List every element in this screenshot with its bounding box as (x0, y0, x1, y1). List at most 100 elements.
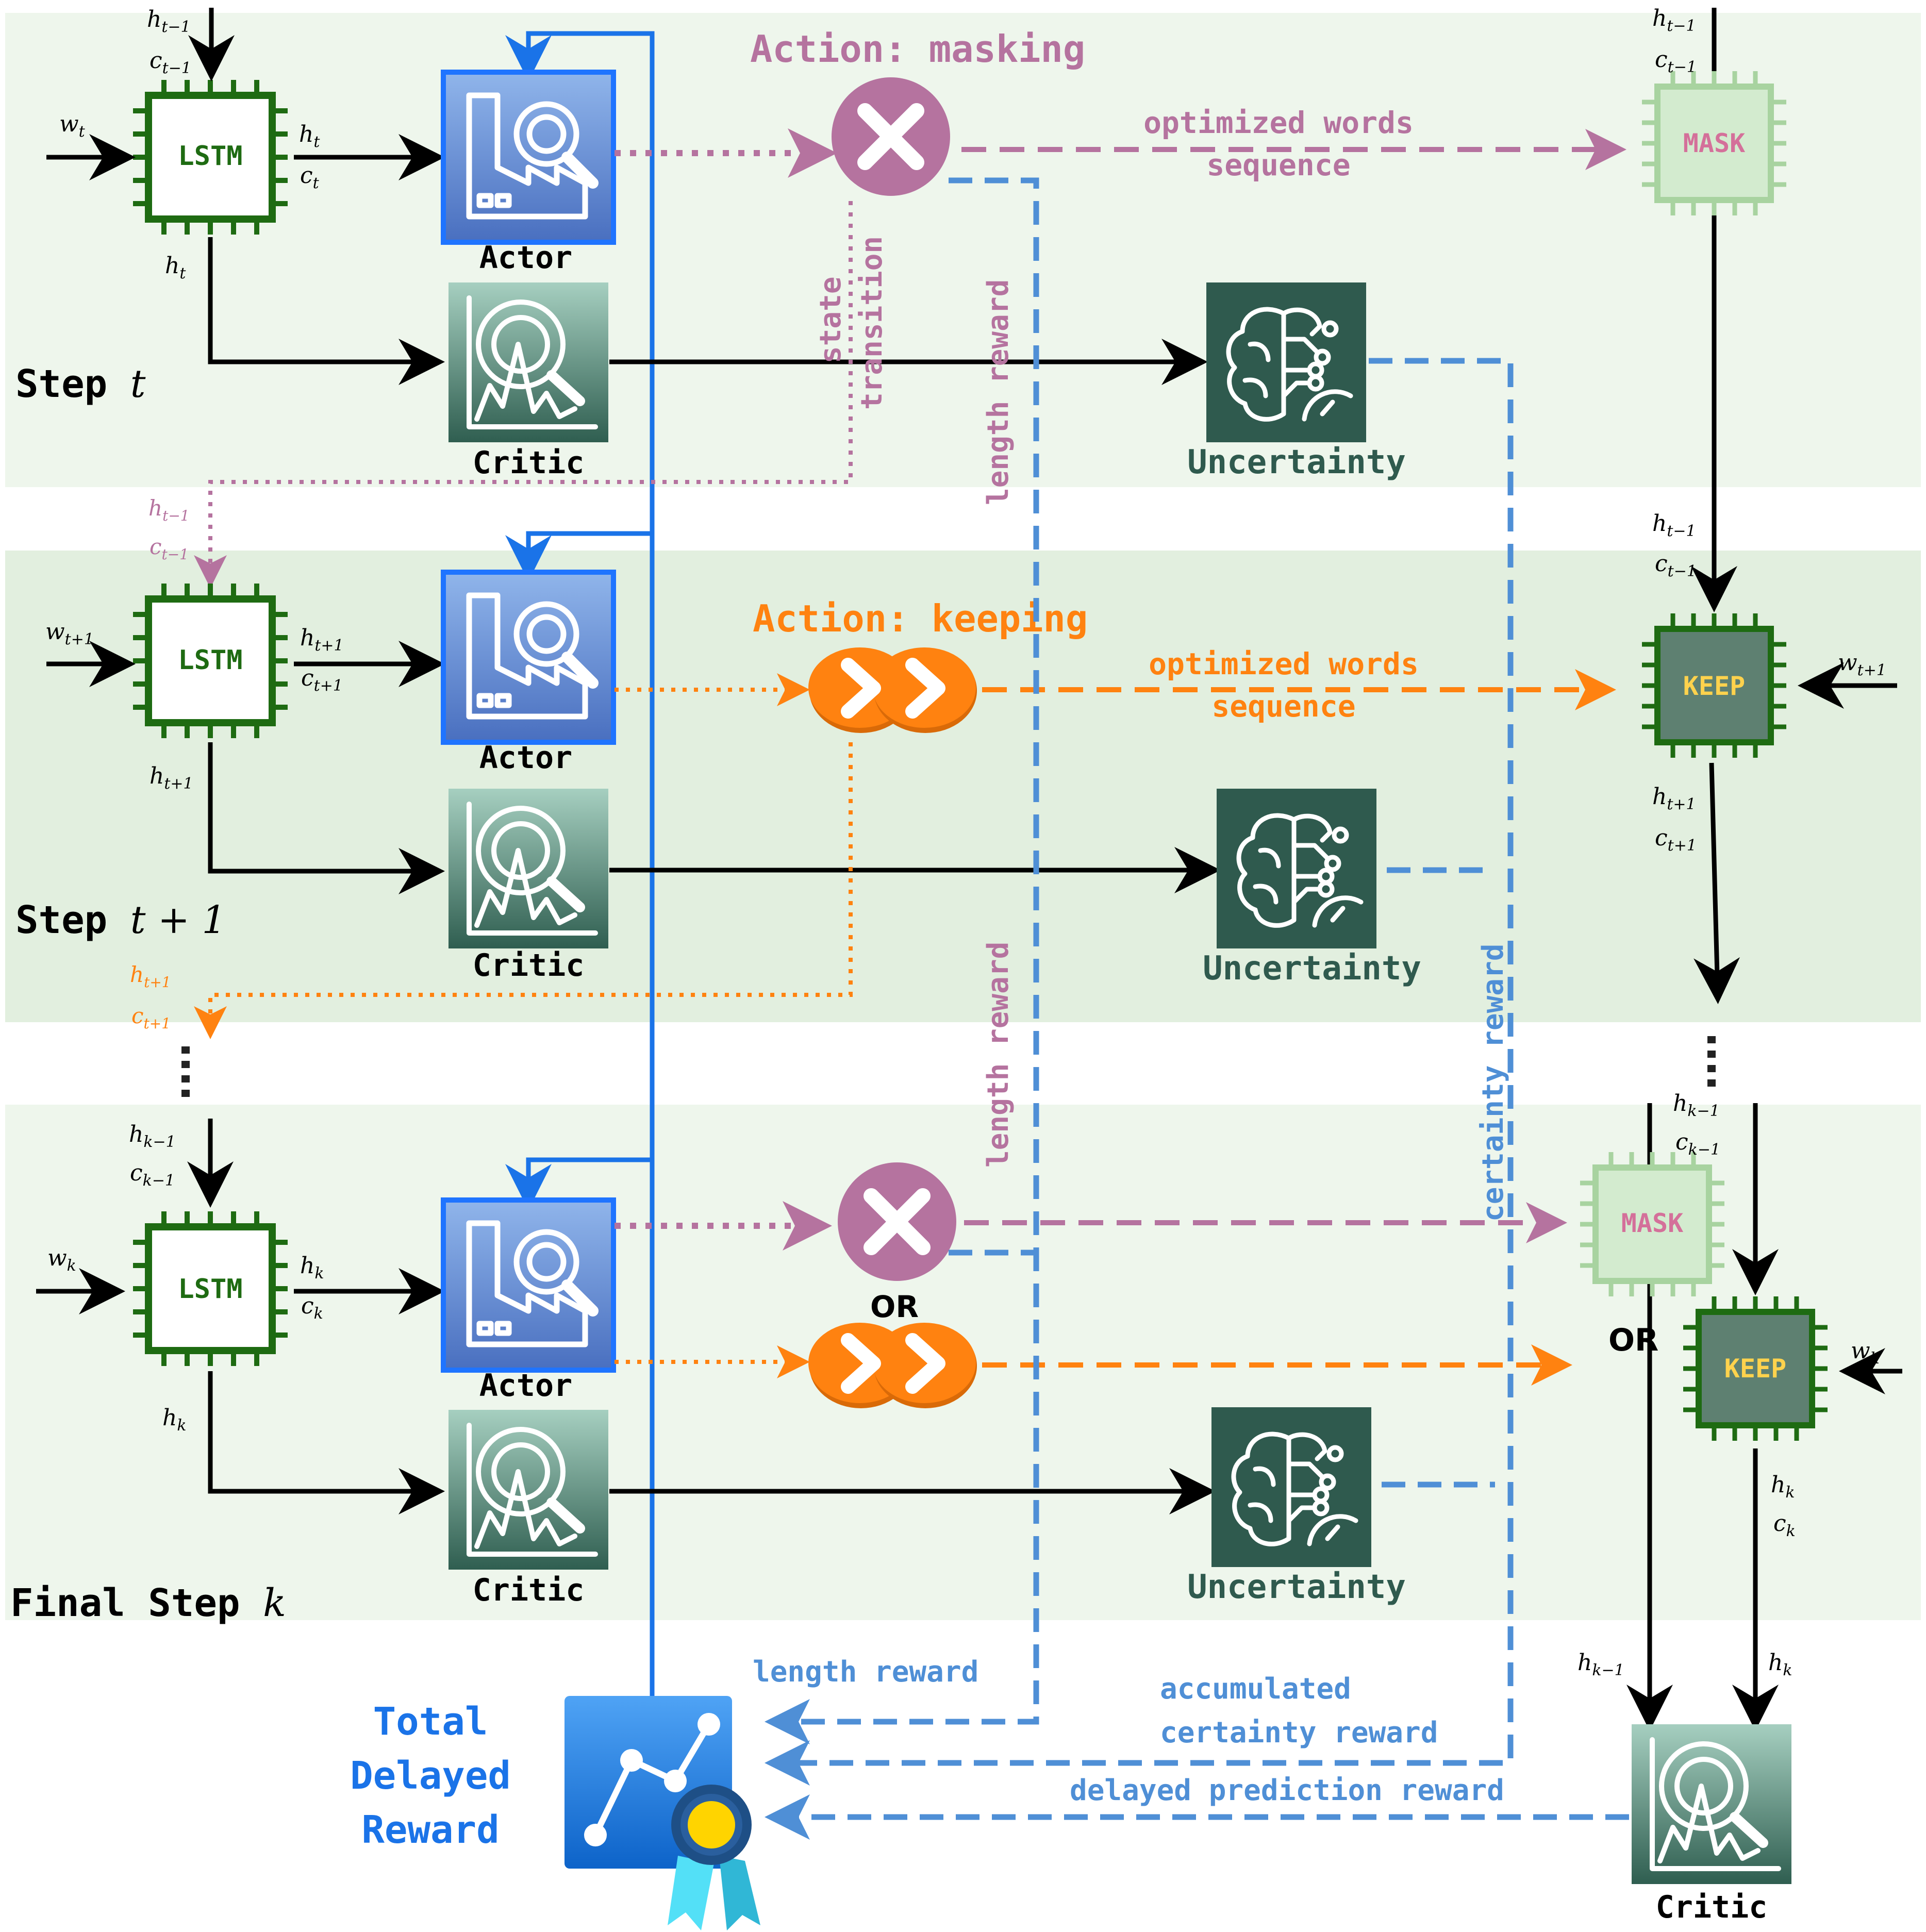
var-c-tm1-right: ct−1 (1655, 46, 1697, 76)
uncertainty-icon (1206, 282, 1366, 442)
band-step-t (5, 13, 1921, 487)
critic-icon-k (449, 1410, 608, 1570)
actor-label-k: Actor (479, 1368, 573, 1404)
actor-icon (446, 75, 611, 240)
uncertainty-label: Uncertainty (1187, 443, 1406, 481)
reward-lines (765, 177, 1629, 1840)
var-h-t1-right: ht+1 (1652, 784, 1696, 813)
step-t-label: Step t (15, 362, 146, 406)
actor-label-t1: Actor (479, 740, 573, 776)
var-h-tm1: ht−1 (147, 6, 191, 36)
sequence-label-t1: sequence (1211, 689, 1355, 724)
uncertainty-icon-t1 (1217, 789, 1376, 948)
uncertainty-label-k: Uncertainty (1187, 1568, 1406, 1606)
var-c-tm1-right2: ct−1 (1655, 551, 1697, 580)
lstm-label-t1: LSTM (178, 645, 242, 676)
uncertainty-icon-k (1211, 1407, 1371, 1567)
critic-label-t1: Critic (473, 947, 585, 984)
var-w-t1-right: wt+1 (1838, 649, 1886, 679)
var-h-k-down: hk (162, 1405, 187, 1435)
var-c-t: ct (300, 162, 320, 192)
state-label: state (814, 276, 848, 363)
delayed-prediction-label: delayed prediction reward (1070, 1774, 1504, 1807)
keep-action-icon-k (808, 1323, 977, 1408)
critic-label-k: Critic (473, 1572, 585, 1608)
var-h-t-down: ht (165, 253, 186, 282)
right-column: MASK ht−1 ct−1 ht−1 ct−1 KEEP wt+1 ht+1 … (1578, 5, 1902, 1925)
step-t-group: LSTM ht−1 ct−1 wt ht ct ht Actor Critic … (15, 6, 1626, 588)
var-h-km1-bottom: hk−1 (1578, 1650, 1624, 1679)
mask-label-k: MASK (1621, 1208, 1683, 1238)
step-t1-label: Step t + 1 (15, 898, 226, 942)
var-h-t1-down: ht+1 (150, 763, 193, 793)
mask-action-icon (832, 77, 950, 196)
step-k-group: LSTM hk−1 ck−1 wk hk ck hk Actor Critic … (10, 1119, 1572, 1625)
action-masking-title: Action: masking (750, 27, 1085, 71)
sequence-label: sequence (1206, 147, 1350, 182)
var-c-t1-transition: ct+1 (131, 1003, 171, 1032)
action-keeping-title: Action: keeping (753, 597, 1088, 640)
var-w-k-right: wk (1851, 1338, 1880, 1368)
var-w-t1: wt+1 (45, 619, 94, 648)
final-critic-icon (1632, 1724, 1791, 1884)
var-c-km1: ck−1 (130, 1160, 175, 1190)
final-critic-label: Critic (1656, 1889, 1768, 1925)
var-c-km1-right: ck−1 (1675, 1129, 1720, 1159)
actor-icon-k (446, 1203, 611, 1368)
total-reward-line2: Delayed (350, 1754, 511, 1798)
actor-frame-k (441, 1197, 616, 1373)
critic-label: Critic (473, 445, 585, 481)
var-c-k-right: ck (1773, 1510, 1796, 1540)
mask-action-icon-k (838, 1162, 956, 1281)
var-h-km1: hk−1 (129, 1121, 176, 1151)
var-c-tm1: ct−1 (150, 47, 191, 77)
keep-action-icon (808, 647, 977, 733)
length-reward-label-t1: length reward (982, 942, 1015, 1168)
or-label-right: OR (1608, 1322, 1658, 1358)
transition-label: transition (855, 236, 889, 410)
total-delayed-reward: Total Delayed Reward (350, 1696, 760, 1930)
or-label-middle: OR (870, 1289, 919, 1324)
var-c-t1-right: ct+1 (1655, 825, 1697, 855)
background-bands (5, 13, 1921, 1620)
total-reward-line1: Total (373, 1700, 488, 1744)
length-reward-label-t: length reward (982, 279, 1015, 505)
accumulated-label-1: accumulated (1160, 1672, 1351, 1706)
accumulated-label-2: certainty reward (1160, 1716, 1438, 1750)
critic-icon-t1 (449, 789, 608, 948)
lstm-label: LSTM (178, 141, 242, 172)
band-step-t1 (5, 551, 1921, 1022)
lstm-label-k: LSTM (178, 1274, 242, 1305)
actor-frame (441, 70, 616, 245)
reward-labels: length reward length reward certainty re… (753, 279, 1510, 1807)
var-w-t: wt (59, 111, 86, 141)
total-reward-feedback-lines (505, 31, 655, 1701)
var-h-tm1-right2: ht−1 (1652, 510, 1696, 540)
mask-label: MASK (1683, 128, 1745, 158)
var-c-tm1-transition: ct−1 (150, 534, 189, 563)
var-h-k-right: hk (1771, 1472, 1795, 1502)
var-h-t: ht (299, 121, 320, 151)
optimized-words-label-t1: optimized words (1149, 646, 1419, 681)
var-h-km1-right: hk−1 (1673, 1090, 1720, 1120)
optimized-words-label: optimized words (1143, 105, 1414, 140)
actor-icon-t1 (446, 575, 611, 740)
keep-label: KEEP (1683, 671, 1745, 701)
total-reward-line3: Reward (361, 1808, 499, 1852)
var-h-k: hk (300, 1253, 324, 1283)
step-k-label: Final Step k (10, 1581, 286, 1625)
var-c-t1: ct+1 (301, 665, 343, 695)
var-h-t1-transition: ht+1 (130, 962, 171, 991)
actor-frame-t1 (441, 570, 616, 745)
certainty-reward-label: certainty reward (1476, 944, 1510, 1222)
var-c-k: ck (301, 1293, 323, 1323)
uncertainty-label-t1: Uncertainty (1203, 950, 1421, 988)
critic-icon (449, 282, 608, 442)
var-h-tm1-right: ht−1 (1652, 5, 1696, 35)
var-w-k: wk (47, 1245, 76, 1275)
var-h-t1: ht+1 (300, 625, 344, 655)
actor-label: Actor (479, 240, 573, 276)
keep-label-k: KEEP (1724, 1354, 1786, 1384)
step-t1-group: LSTM wt+1 ht+1 ct+1 ht+1 Actor Critic Un… (15, 570, 1616, 1098)
